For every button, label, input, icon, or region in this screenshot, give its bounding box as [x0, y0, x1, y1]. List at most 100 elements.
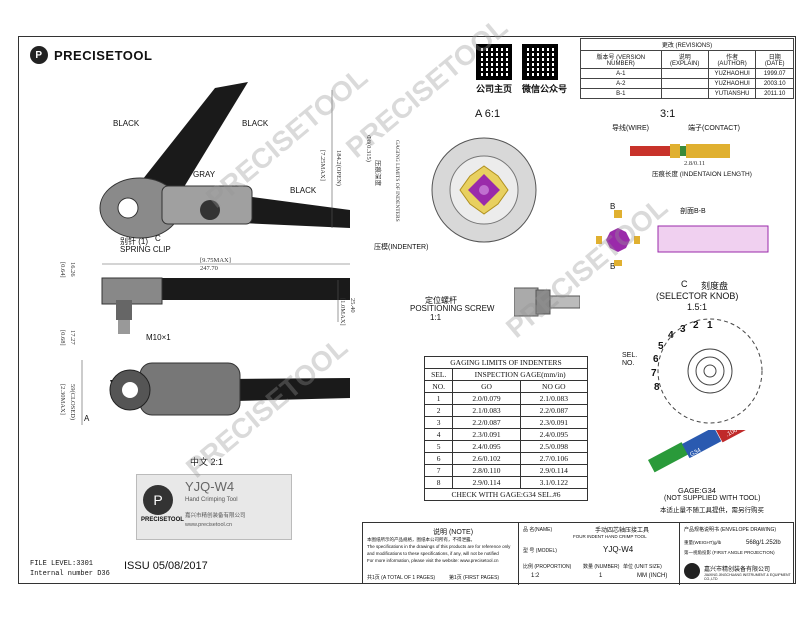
name-cn: 手动四芯轴压接工具	[595, 528, 650, 534]
dim-left-a: [0.64]	[59, 262, 66, 278]
tool-drawings-svg	[81, 82, 350, 425]
weight-value: 568g/1.252lb	[746, 540, 781, 546]
qr-code-icon	[522, 44, 558, 80]
label-contact: 端子(CONTACT)	[688, 125, 740, 132]
projection-label: 第一视角投影 (FIRST ANGLE PROJECTION)	[684, 550, 775, 555]
knob-digit: 5	[658, 341, 664, 352]
internal-number: Internal number D36	[30, 570, 110, 578]
total-pages: 共1页 (A TOTAL OF 1 PAGES)	[367, 575, 436, 581]
knob-sel: SEL.	[622, 352, 638, 359]
tool-closed-view	[109, 362, 350, 416]
rev-header: 说明 (EXPLAIN)	[660, 50, 709, 69]
gage-cn: 本适止量不随工具提供，需另行购买	[660, 507, 764, 514]
notes-line: For more information, please visit the w…	[367, 558, 499, 563]
gaging-cell: 7	[423, 464, 454, 477]
rev-cell: 1999.07	[755, 68, 794, 79]
gaging-cell: 3.1/0.122	[519, 476, 589, 489]
file-level: FILE LEVEL:3301	[30, 560, 94, 568]
gage-svg	[648, 430, 758, 473]
rev-header: 日期 (DATE)	[755, 50, 794, 69]
gaging-cell: 4	[423, 428, 454, 441]
knob-digit: 8	[654, 382, 660, 393]
selector-knob-svg	[657, 318, 763, 424]
label-spring-cn: 别针 (1)	[120, 237, 148, 246]
proportion-value: 1:2	[531, 573, 540, 579]
notes-line: 本图纸所示的产品规格，图纸本公司所有，不得泄露。	[367, 537, 475, 542]
gaging-cell: 2.9/0.114	[519, 464, 589, 477]
label-black: BLACK	[290, 186, 317, 195]
dim-length-mm: 247.70	[200, 265, 218, 272]
title-block: 说明 (NOTE) 本图纸所示的产品规格，图纸本公司所有，不得泄露。 The s…	[362, 522, 794, 585]
dim-bottom-a: [2.30MAX]	[59, 384, 66, 415]
label-wire: 导线(WIRE)	[612, 125, 649, 132]
number-label: 数量 (NUMBER)	[583, 564, 620, 570]
gaging-cell: 2.2/0.087	[519, 404, 589, 417]
revisions-title: 更改 (REVISIONS)	[580, 38, 794, 51]
gaging-cell: 2	[423, 404, 454, 417]
gage-title: GAGE:G34	[678, 486, 716, 495]
rev-header: 版本号 (VERSION NUMBER)	[580, 50, 662, 69]
rev-cell: A-1	[580, 68, 662, 79]
knob-digit: 4	[668, 330, 674, 341]
rev-cell: 2003.10	[755, 78, 794, 89]
gaging-cell: 2.3/0.091	[519, 416, 589, 429]
gaging-cell: 2.2/0.087	[452, 416, 521, 429]
dim-left2-a: [0.68]	[59, 330, 66, 346]
label-indentation-length: 压痕长度 (INDENTAION LENGTH)	[652, 171, 752, 178]
rev-cell: YUZHAOHUI	[707, 78, 757, 89]
gaging-header: INSPECTION GAGE(mm/in)	[452, 368, 588, 381]
gaging-cell: 8	[423, 476, 454, 489]
section-bb-title: 剖面B-B	[680, 208, 706, 215]
gaging-cell: 2.7/0.106	[519, 452, 589, 465]
gaging-cell: 6	[423, 452, 454, 465]
rev-cell	[660, 88, 709, 99]
dim-open-in: [7.25MAX]	[319, 150, 326, 181]
dim-right-b: 25.40	[349, 298, 356, 313]
qr-company-home[interactable]: 公司主页	[476, 44, 512, 95]
company-cn: 嘉兴市精创装备有限公司	[704, 567, 771, 573]
label-gray: GRAY	[193, 170, 216, 179]
gaging-cell: 2.1/0.083	[519, 392, 589, 405]
rev-cell: B-1	[580, 88, 662, 99]
number-value: 1	[599, 573, 603, 579]
card-company: 嘉兴市精创装备有限公司	[185, 513, 246, 519]
label-m10: M10×1	[146, 333, 171, 342]
knob-digit: 1	[707, 320, 713, 331]
gaging-header: GO	[452, 380, 521, 393]
model-value: YJQ-W4	[603, 545, 634, 554]
unit-value: MM (INCH)	[637, 573, 668, 579]
table-row: A-2 YUZHAOHUI 2003.10	[580, 78, 794, 89]
knob-en: (SELECTOR KNOB)	[656, 291, 739, 301]
name-label: 品 名(NAME)	[523, 527, 553, 533]
model-label: 型 号 (MODEL)	[523, 548, 557, 554]
notes-block: 说明 (NOTE) 本图纸所示的产品规格，图纸本公司所有，不得泄露。 The s…	[363, 523, 519, 585]
qr-wechat[interactable]: 微信公众号	[522, 44, 567, 95]
dim-bottom-b: 59(CLOSED)	[69, 384, 76, 421]
tool-open-view	[99, 82, 350, 239]
brand-header: P PRECISETOOL	[30, 46, 152, 64]
gaging-cell: 2.4/0.095	[519, 428, 589, 441]
table-row: A-1 YUZHAOHUI 1999.07	[580, 68, 794, 79]
notes-line: and modifications to these specification…	[367, 551, 499, 556]
rev-cell	[660, 78, 709, 89]
company-en: JIAXING JINGCHUANG INSTRUMENT & EQUIPMEN…	[704, 573, 791, 581]
drawing-label: 产品规格说明书 (ENVELOPE DRAWING)	[684, 527, 777, 533]
label-black: BLACK	[242, 119, 269, 128]
gaging-cell: 3	[423, 416, 454, 429]
knob-c: C	[681, 279, 688, 289]
gaging-table: GAGING LIMITS OF INDENTERS SEL. INSPECTI…	[423, 356, 589, 501]
weight-label: 重量(WEIGHT)g/lb	[684, 540, 722, 545]
gaging-title: GAGING LIMITS OF INDENTERS	[424, 356, 588, 369]
contact-svg	[630, 144, 730, 158]
revisions-table: 更改 (REVISIONS) 版本号 (VERSION NUMBER) 说明 (…	[580, 38, 794, 99]
gaging-cell: 2.3/0.091	[452, 428, 521, 441]
card-web: www.precisetool.cn	[185, 522, 233, 528]
name-en: FOUR INDENT HAND CRIMP TOOL	[573, 534, 647, 539]
screw-en: POSITIONING SCREW	[410, 304, 495, 313]
gaging-cell: 2.4/0.095	[452, 440, 521, 453]
company-logo-icon	[684, 563, 700, 579]
dim-indent-depth: 压痕深度	[374, 160, 381, 186]
